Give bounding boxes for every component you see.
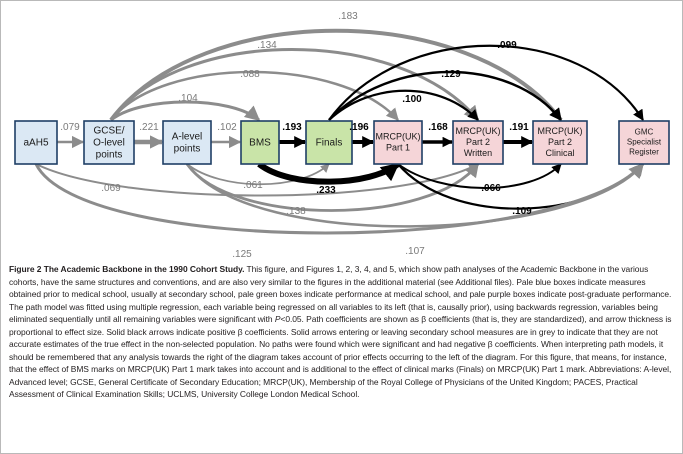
- arrow-gcse-bms: [110, 100, 261, 122]
- coef-label-p1-p2c: .066: [481, 183, 501, 194]
- box-label-finals-line1: Finals: [316, 138, 343, 149]
- box-label-p2c-line1: MRCP(UK): [538, 126, 583, 136]
- box-label-p2w-line2: Part 2: [466, 137, 490, 147]
- figure-caption: Figure 2 The Academic Backbone in the 19…: [9, 263, 675, 401]
- box-label-bms-line1: BMS: [249, 138, 271, 149]
- arrow-p1-p2c: [397, 163, 562, 189]
- box-bms: BMS: [240, 120, 280, 165]
- box-frame-bms: [240, 120, 280, 165]
- coef-label-alevel-p2w: .138: [286, 206, 306, 217]
- arrow-bms-p1: [257, 161, 400, 185]
- arrow-aah5-gmc: [34, 162, 645, 235]
- box-label-p2c-line2: Part 2: [548, 137, 572, 147]
- coef-label-finals-p2c: .129: [441, 69, 461, 80]
- box-label-p2c-line3: Clinical: [545, 148, 574, 158]
- coef-label-gcse-bms: .104: [178, 93, 198, 104]
- coef-label-p1-p2w: .168: [428, 122, 448, 133]
- arrow-p1-gmc: [397, 163, 644, 210]
- path-arrows: [34, 28, 645, 235]
- box-label-p1-line2: Part 1: [386, 143, 410, 153]
- box-label-gmc-line2: Specialist: [627, 138, 662, 147]
- box-p1: MRCP(UK)Part 1: [373, 120, 423, 165]
- box-frame-p2c: [532, 120, 588, 165]
- box-finals: Finals: [305, 120, 353, 165]
- arrow-finals-p2w: [328, 89, 479, 121]
- box-frame-gmc: [618, 120, 670, 165]
- coef-label-gcse-alevel: .221: [139, 122, 159, 133]
- coef-label-finals-gmc: .099: [497, 40, 517, 51]
- arrow-alevel-gmc: [185, 163, 644, 228]
- coef-label-bms-finals: .193: [282, 122, 302, 133]
- coef-label-aah5-gcse: .079: [60, 122, 80, 133]
- coef-label-gcse-p1: .088: [240, 69, 260, 80]
- coef-label-aah5-gmc: .125: [232, 249, 252, 260]
- arrow-gcse-p2c: [109, 28, 563, 122]
- box-label-p1-line1: MRCP(UK): [376, 132, 421, 142]
- arrow-gcse-p2w: [109, 48, 480, 122]
- box-label-gcse-line1: GCSE/: [93, 126, 124, 137]
- box-frame-finals: [305, 120, 353, 165]
- box-label-gcse-line3: points: [96, 150, 123, 161]
- arrow-alevel-finals: [186, 163, 330, 186]
- box-label-alevel-line2: points: [174, 144, 201, 155]
- coef-label-alevel-gmc: .107: [405, 246, 425, 257]
- box-label-aah5-line1: aAH5: [23, 138, 48, 149]
- caption-text-part2: <0.05. Path coefficients are shown as β …: [9, 314, 672, 400]
- coef-label-p2w-p2c: .191: [509, 122, 529, 133]
- coef-label-bms-p1: .233: [316, 185, 336, 196]
- arrow-finals-p2c: [328, 70, 562, 121]
- coef-label-alevel-bms: .102: [217, 122, 237, 133]
- coef-label-alevel-finals: .061: [243, 180, 263, 191]
- coef-label-gcse-p2c: .183: [338, 11, 358, 22]
- coef-label-gcse-p2w: .134: [257, 40, 277, 51]
- box-frame-alevel: [162, 120, 212, 165]
- coef-label-finals-p1: .196: [349, 122, 369, 133]
- arrow-finals-gmc: [328, 44, 644, 121]
- arrow-aah5-p2w: [35, 163, 479, 197]
- arrow-gcse-p1: [110, 70, 399, 121]
- caption-text-part1: This figure, and Figures 1, 2, 3, 4, and…: [9, 264, 672, 325]
- caption-title: Figure 2 The Academic Backbone in the 19…: [9, 264, 245, 274]
- box-frame-p2w: [452, 120, 504, 165]
- box-label-gmc-line1: GMC: [635, 128, 654, 137]
- box-label-p2w-line1: MRCP(UK): [456, 126, 501, 136]
- box-frame-p1: [373, 120, 423, 165]
- box-label-gcse-line2: O-level: [93, 138, 125, 149]
- coef-label-finals-p2w: .100: [402, 94, 422, 105]
- box-frame-aah5: [14, 120, 58, 165]
- box-label-alevel-line1: A-level: [172, 132, 203, 143]
- box-frame-gcse: [83, 120, 135, 165]
- box-label-gmc-line3: Register: [629, 148, 659, 157]
- path-coefficients: .079 .221 .102 .193 .196 .168 .191 .183 .134 .088…: [60, 11, 532, 260]
- coef-label-p1-gmc: .109: [512, 206, 532, 217]
- box-label-p2w-line3: Written: [464, 148, 492, 158]
- caption-p-symbol: P: [274, 314, 281, 325]
- coef-label-aah5-p2w: .069: [101, 183, 121, 194]
- box-aah5: aAH5: [14, 120, 58, 165]
